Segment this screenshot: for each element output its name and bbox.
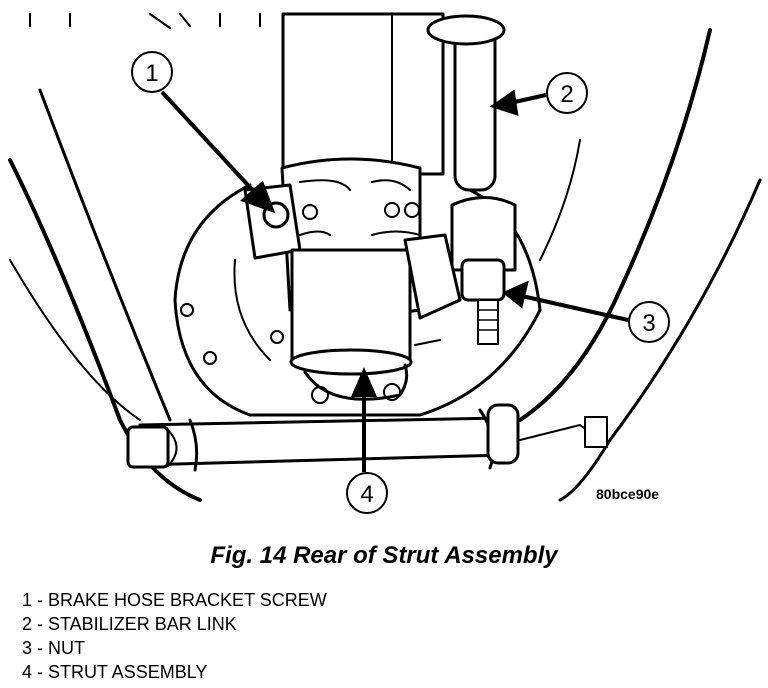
callout-label-4: 4	[360, 481, 373, 508]
callout-label-2: 2	[560, 81, 573, 108]
callout-circle-3	[628, 301, 670, 343]
callout-circle-4	[346, 472, 388, 514]
strut-assembly-illustration: 1 2 3 4	[8, 12, 762, 514]
legend-item: 3 - NUT	[22, 638, 85, 658]
callout-circle-1	[131, 51, 173, 93]
callout-label-1: 1	[145, 60, 158, 87]
legend: 1 - BRAKE HOSE BRACKET SCREW 2 - STABILI…	[22, 588, 327, 684]
legend-item: 1 - BRAKE HOSE BRACKET SCREW	[22, 590, 327, 610]
legend-item: 4 - STRUT ASSEMBLY	[22, 662, 208, 682]
legend-item: 2 - STABILIZER BAR LINK	[22, 614, 237, 634]
figure-code: 80bce90e	[596, 486, 660, 502]
callout-label-3: 3	[642, 310, 655, 337]
figure-caption: Fig. 14 Rear of Strut Assembly	[210, 542, 558, 569]
callout-circle-2	[546, 72, 588, 114]
